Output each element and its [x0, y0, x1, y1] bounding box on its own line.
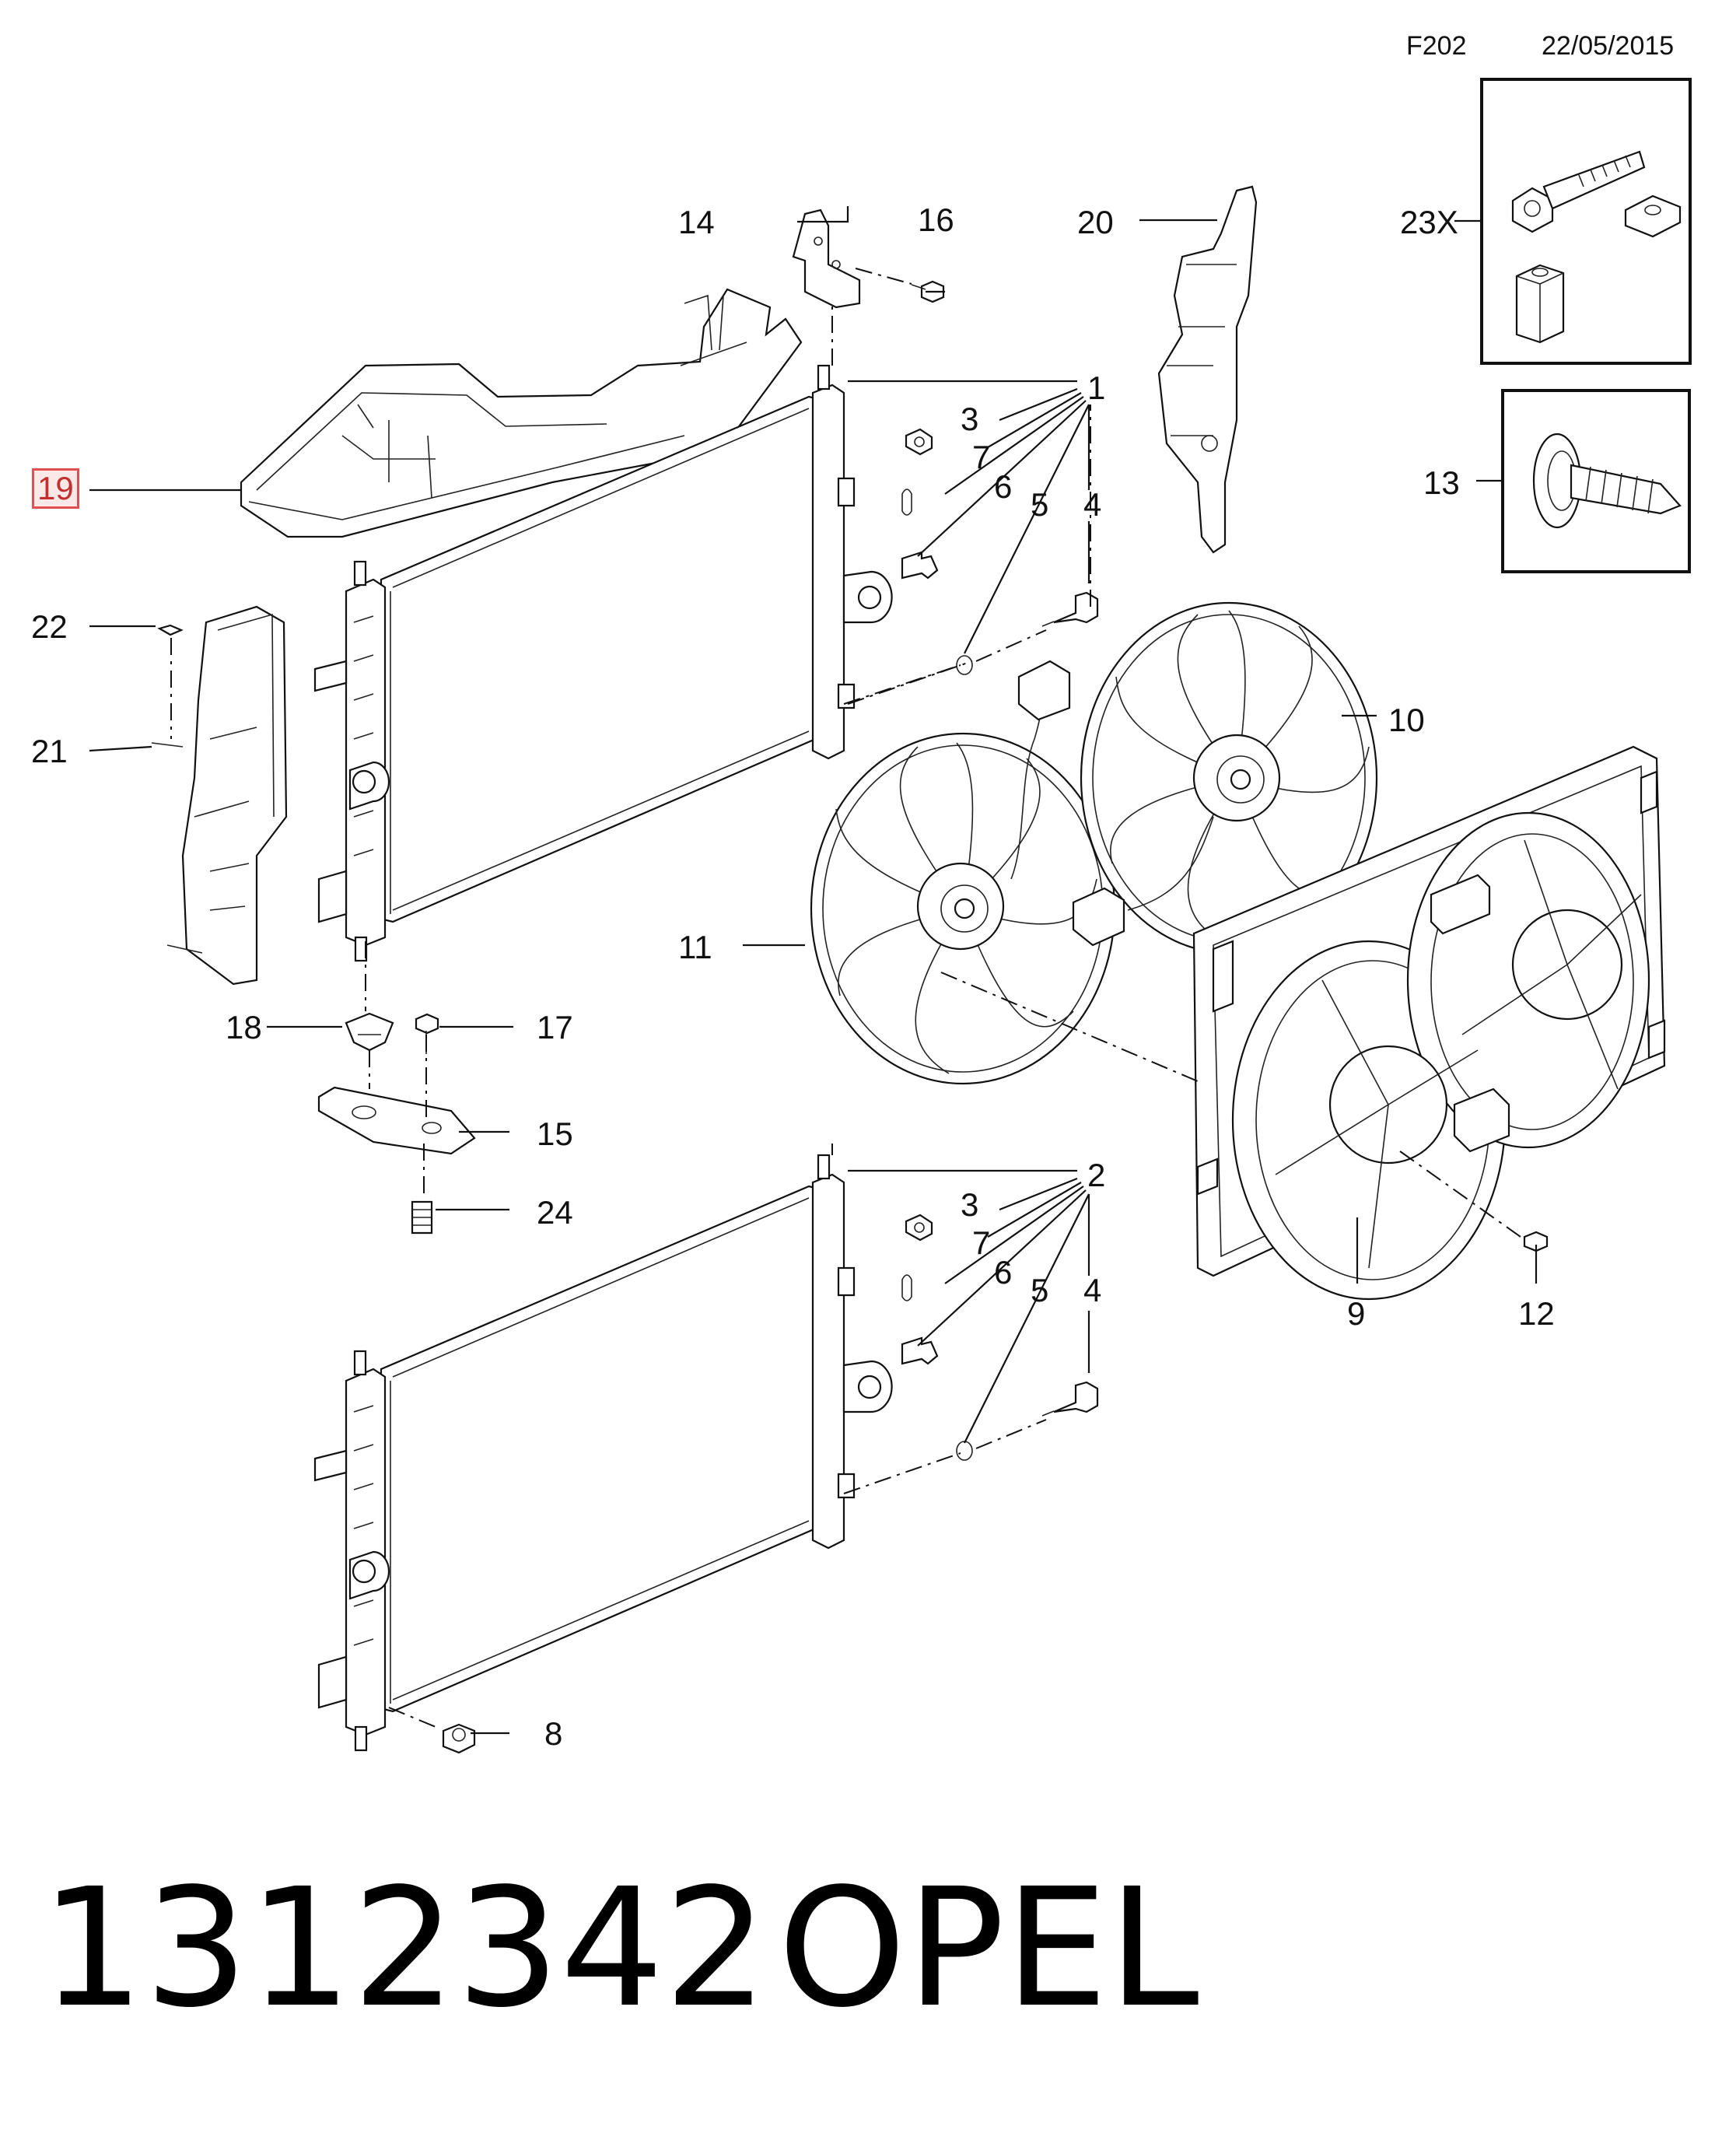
diagram-date: 22/05/2015	[1542, 31, 1675, 61]
callout-9[interactable]: 9	[1347, 1295, 1366, 1332]
callout-3-upper[interactable]: 3	[961, 401, 979, 437]
callout-7-upper[interactable]: 7	[972, 439, 991, 475]
callout-11[interactable]: 11	[678, 929, 712, 965]
side-seal-right	[1157, 185, 1258, 554]
kit-box-13	[1476, 389, 1691, 573]
callout-7-lower[interactable]: 7	[972, 1224, 991, 1261]
fan-assembly-10	[1072, 601, 1378, 954]
leader-lines	[89, 206, 1538, 1735]
callout-6-lower[interactable]: 6	[994, 1254, 1013, 1291]
kit-box-23x	[1454, 78, 1692, 365]
self-tapping-screw-icon	[1532, 433, 1682, 529]
callout-14[interactable]: 14	[678, 204, 715, 240]
callout-6-upper[interactable]: 6	[994, 468, 1013, 505]
callout-5-upper[interactable]: 5	[1031, 486, 1049, 523]
callout-18[interactable]: 18	[226, 1009, 262, 1045]
callout-12[interactable]: 12	[1518, 1295, 1555, 1332]
callout-24[interactable]: 24	[537, 1194, 573, 1231]
radiator-lower	[313, 1154, 893, 1752]
small-parts-upper	[831, 303, 1099, 705]
callout-8[interactable]: 8	[544, 1715, 563, 1752]
air-deflector-upper	[240, 288, 803, 538]
callout-17[interactable]: 17	[537, 1009, 573, 1045]
callout-2[interactable]: 2	[1087, 1157, 1106, 1193]
callout-15[interactable]: 15	[537, 1116, 573, 1152]
callout-22[interactable]: 22	[31, 608, 68, 645]
callout-16[interactable]: 16	[918, 201, 954, 238]
fan-assembly-11	[810, 660, 1116, 1085]
callout-4-lower[interactable]: 4	[1083, 1272, 1102, 1308]
spacer-sleeve-icon	[1515, 264, 1565, 344]
side-seal-left	[151, 605, 288, 986]
callout-21[interactable]: 21	[31, 733, 68, 769]
radiator-upper	[313, 364, 893, 962]
callout-10[interactable]: 10	[1388, 702, 1425, 738]
assembly-lines	[847, 660, 1521, 1238]
callout-1[interactable]: 1	[1087, 370, 1106, 406]
part-number: 1312342	[40, 1853, 768, 2044]
callout-5-lower[interactable]: 5	[1031, 1272, 1049, 1308]
bracket-upper	[792, 208, 945, 309]
callout-4-upper[interactable]: 4	[1083, 486, 1102, 523]
callout-20[interactable]: 20	[1077, 204, 1114, 240]
brand-name: OPEL	[778, 1853, 1199, 2044]
callout-19[interactable]: 19	[32, 468, 79, 509]
callout-13[interactable]: 13	[1423, 464, 1460, 501]
fan-shroud-frame	[1192, 745, 1666, 1301]
lower-mount-parts	[317, 941, 476, 1235]
diagram-code: F202	[1406, 31, 1467, 61]
callout-23x[interactable]: 23X	[1400, 204, 1458, 240]
bolt-icon	[1511, 150, 1646, 233]
small-parts-lower	[388, 1144, 1099, 1754]
square-nut-icon	[1624, 194, 1682, 238]
callout-3-lower[interactable]: 3	[961, 1186, 979, 1223]
